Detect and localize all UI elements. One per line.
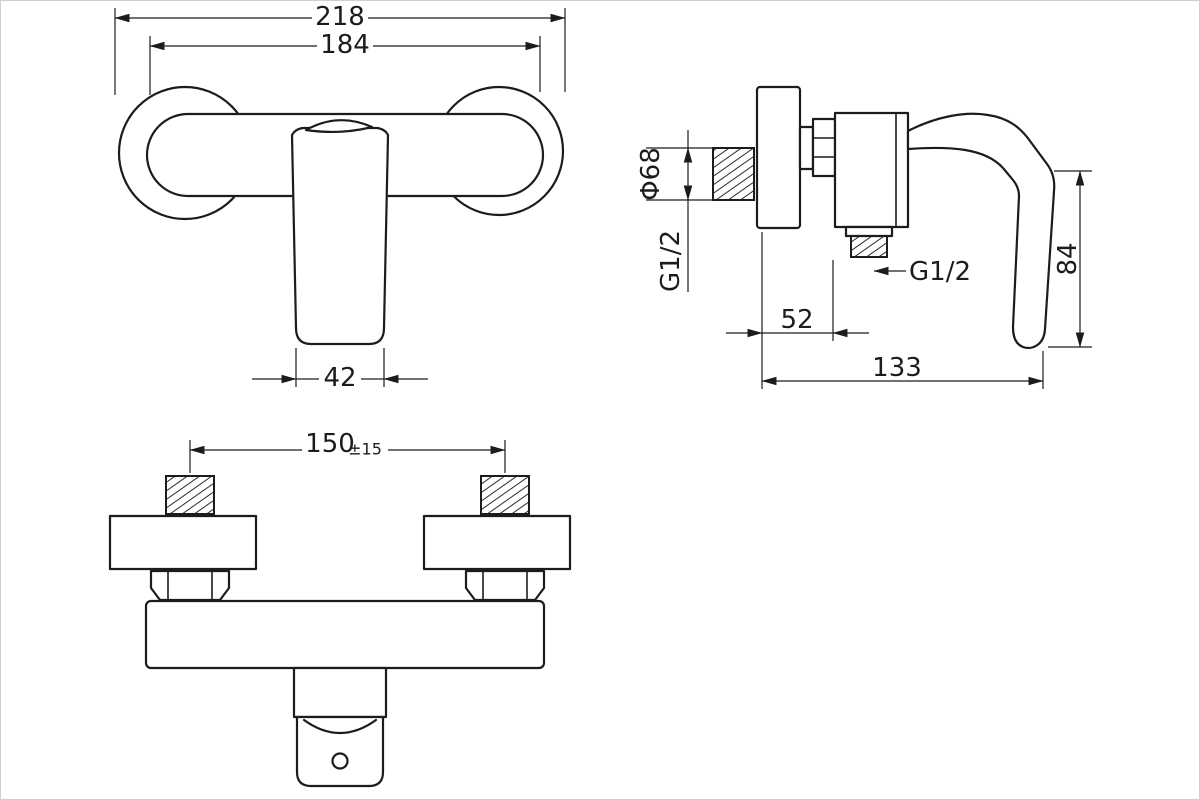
aerator-hole (331, 752, 349, 770)
wall-plate-side (755, 85, 802, 230)
side-view: Φ68 G1/2 G1/2 52 133 84 (636, 85, 1092, 389)
dim-outlet-thread: G1/2 (909, 257, 971, 287)
dim-outlet-offset: 52 (780, 305, 813, 335)
bottom-view: 150 ±15 (108, 429, 572, 788)
inlet-stud-right (480, 475, 530, 515)
dim-flange-diameter: Φ68 (636, 147, 666, 201)
dim-mounting-tolerance: ±15 (348, 440, 382, 459)
hex-nut-left (149, 569, 231, 602)
hex-nut-side (811, 117, 837, 178)
hex-nut-right (464, 569, 546, 602)
front-view: 218 184 42 (114, 2, 566, 393)
outlet-step (844, 225, 894, 238)
dim-inner-width: 184 (320, 30, 370, 60)
outlet-thread (850, 235, 888, 258)
flange-left (108, 514, 258, 571)
aerator-arc (302, 718, 378, 735)
inlet-stud-left (165, 475, 215, 515)
connector-step (798, 125, 815, 171)
dim-depth-overall: 133 (872, 353, 922, 383)
dim-inlet-thread: G1/2 (656, 230, 686, 292)
lever-tip-front (304, 119, 374, 133)
dim-handle-height: 84 (1053, 242, 1083, 275)
handle-blade-front (290, 126, 390, 346)
dim-overall-width: 218 (315, 2, 365, 32)
spout-neck (292, 666, 388, 719)
dim-handle-width: 42 (323, 363, 356, 393)
mixer-body-side (833, 111, 910, 229)
flange-right (422, 514, 572, 571)
mixer-body-bottom (144, 599, 546, 670)
spout-end (295, 715, 385, 788)
dim-mounting-distance: 150 (305, 429, 355, 459)
lever-handle-side (906, 112, 1056, 349)
inlet-thread-nipple (712, 147, 755, 201)
